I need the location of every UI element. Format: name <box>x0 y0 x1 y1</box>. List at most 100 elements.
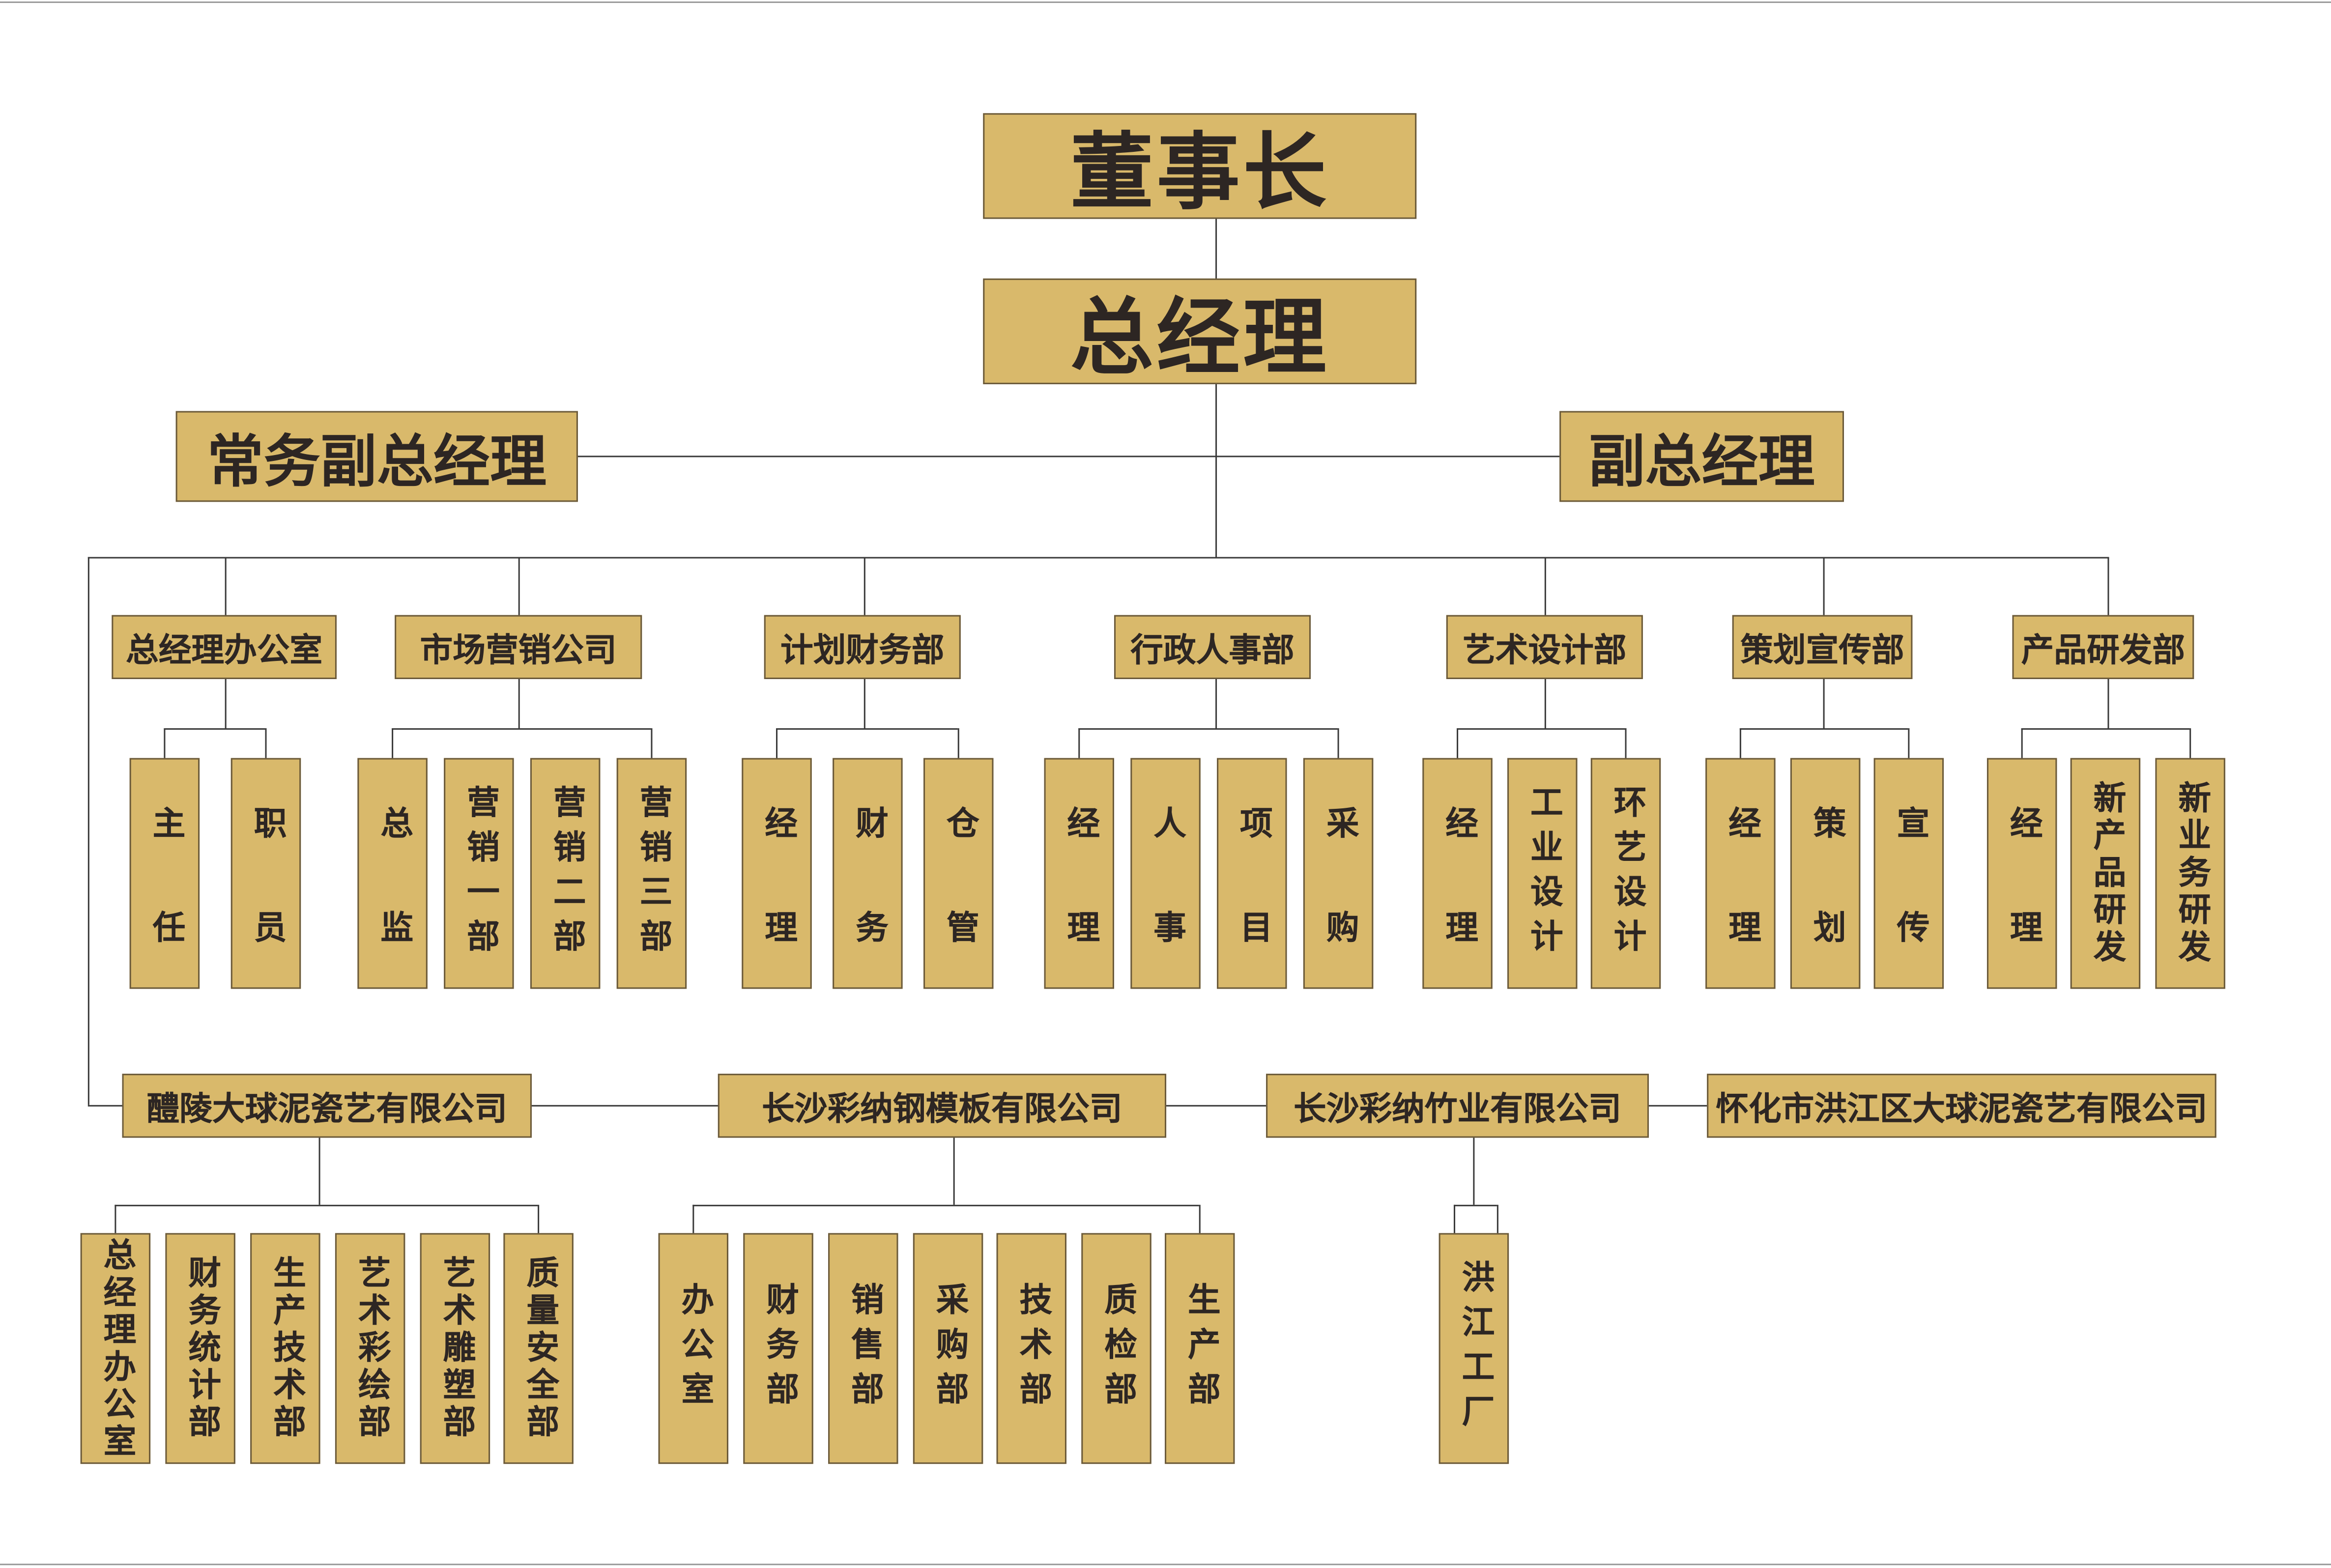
sub-unit-label: 经理 <box>1723 805 1760 1014</box>
sub-unit-box: 经理 <box>742 758 812 1013</box>
sub-unit-box: 新产品研发 <box>2070 758 2141 989</box>
deputy-gm-box: 副总经理 <box>1559 411 1844 502</box>
sub-unit-box: 采购 <box>1303 758 1374 1013</box>
connector <box>2189 728 2191 758</box>
sub-unit-box: 经理 <box>1044 758 1114 1013</box>
sub-unit-label: 质检部 <box>1098 1281 1136 1416</box>
sub-unit-box: 技术部 <box>996 1233 1066 1464</box>
sub-unit-box: 营销三部 <box>616 758 687 989</box>
connector <box>115 1204 538 1207</box>
sub-unit-box: 质检部 <box>1081 1233 1151 1464</box>
connector <box>1199 1204 1201 1233</box>
dept-gm-office: 总经理办公室 <box>112 615 337 679</box>
connector <box>863 679 866 729</box>
sub-unit-box: 生产技术部 <box>250 1233 320 1464</box>
top-border <box>0 1 2331 3</box>
sub-unit-label: 营销一部 <box>461 784 498 963</box>
sub-unit-label: 新产品研发 <box>2087 780 2125 967</box>
connector <box>2107 557 2110 615</box>
sub-unit-label: 主任 <box>146 805 184 1014</box>
connector <box>392 728 651 730</box>
connector <box>1823 679 1825 729</box>
sub-unit-box: 新业务研发 <box>2155 758 2225 989</box>
dept-art-design: 艺术设计部 <box>1446 615 1643 679</box>
sub-unit-box: 主任 <box>129 758 200 1013</box>
connector <box>265 728 267 758</box>
sub-unit-label: 质量安全部 <box>520 1255 558 1442</box>
connector <box>957 728 960 758</box>
sub-unit-label: 艺术雕塑部 <box>437 1255 475 1442</box>
general-manager-box: 总经理 <box>983 278 1417 387</box>
dept-admin-hr: 行政人事部 <box>1114 615 1311 679</box>
connector <box>1078 728 1080 758</box>
connector <box>392 728 394 758</box>
sub-unit-box: 生产部 <box>1165 1233 1235 1464</box>
sub-unit-label: 销售部 <box>845 1281 883 1416</box>
sub-unit-label: 宣传 <box>1891 805 1928 1014</box>
connector <box>2107 679 2110 729</box>
executive-deputy-gm-box: 常务副总经理 <box>175 411 578 502</box>
sub-unit-label: 采购部 <box>930 1281 968 1416</box>
sub-unit-label: 财务 <box>850 805 887 1014</box>
dept-planning-pr: 策划宣传部 <box>1732 615 1913 679</box>
company-changsha-steel: 长沙彩纳钢模板有限公司 <box>718 1074 1167 1138</box>
connector <box>577 456 1560 457</box>
sub-unit-label: 财务统计部 <box>182 1255 220 1442</box>
connector <box>1453 1204 1497 1207</box>
connector <box>318 1138 321 1205</box>
connector <box>1215 679 1217 729</box>
sub-unit-label: 总监 <box>374 805 412 1014</box>
sub-unit-box: 财务统计部 <box>165 1233 235 1464</box>
connector <box>1739 728 1908 730</box>
connector <box>538 1204 540 1233</box>
sub-unit-box: 营销二部 <box>530 758 601 989</box>
sub-unit-label: 总经理办公室 <box>97 1236 135 1460</box>
dept-product-rd: 产品研发部 <box>2012 615 2194 679</box>
sub-unit-label: 项目 <box>1234 805 1271 1014</box>
connector <box>87 557 2109 559</box>
sub-unit-label: 艺术彩绘部 <box>352 1255 390 1442</box>
connector <box>1908 728 1910 758</box>
connector <box>953 1138 955 1205</box>
sub-unit-box: 销售部 <box>828 1233 898 1464</box>
connector <box>651 728 653 758</box>
sub-unit-box: 经理 <box>1705 758 1776 1013</box>
sub-unit-box: 工业设计 <box>1507 758 1578 989</box>
sub-unit-label: 人事 <box>1148 805 1185 1014</box>
connector <box>1078 728 1338 730</box>
sub-unit-label: 办公室 <box>675 1281 713 1416</box>
sub-unit-label: 策划 <box>1807 805 1845 1014</box>
connector <box>87 1105 122 1107</box>
connector <box>1544 557 1547 615</box>
sub-unit-box: 人事 <box>1130 758 1201 1013</box>
sub-unit-label: 经理 <box>2004 805 2042 1014</box>
sub-unit-box: 项目 <box>1217 758 1287 1013</box>
sub-unit-label: 经理 <box>759 805 796 1014</box>
connector <box>518 557 520 615</box>
sub-unit-box: 总经理办公室 <box>80 1233 151 1464</box>
connector <box>225 557 227 615</box>
connector <box>1453 1204 1456 1233</box>
connector <box>1625 728 1627 758</box>
sub-unit-box: 洪江工厂 <box>1439 1233 1509 1464</box>
connector <box>164 728 265 730</box>
sub-unit-box: 采购部 <box>913 1233 983 1464</box>
connector <box>2021 728 2023 758</box>
connector <box>776 728 958 730</box>
sub-unit-label: 营销三部 <box>633 784 671 963</box>
sub-unit-box: 办公室 <box>658 1233 729 1464</box>
sub-unit-label: 职员 <box>248 805 286 1014</box>
sub-unit-box: 财务 <box>833 758 903 1013</box>
dept-marketing: 市场营销公司 <box>395 615 642 679</box>
connector <box>1215 219 1217 557</box>
sub-unit-label: 新业务研发 <box>2172 780 2210 967</box>
connector <box>1739 728 1742 758</box>
bottom-border <box>0 1564 2331 1566</box>
sub-unit-label: 洪江工厂 <box>1456 1259 1494 1438</box>
sub-unit-label: 环艺设计 <box>1608 784 1645 963</box>
sub-unit-box: 仓管 <box>923 758 994 1013</box>
connector <box>692 1204 1199 1207</box>
company-huaihua: 怀化市洪江区大球泥瓷艺有限公司 <box>1707 1074 2216 1138</box>
sub-unit-box: 经理 <box>1986 758 2057 1013</box>
